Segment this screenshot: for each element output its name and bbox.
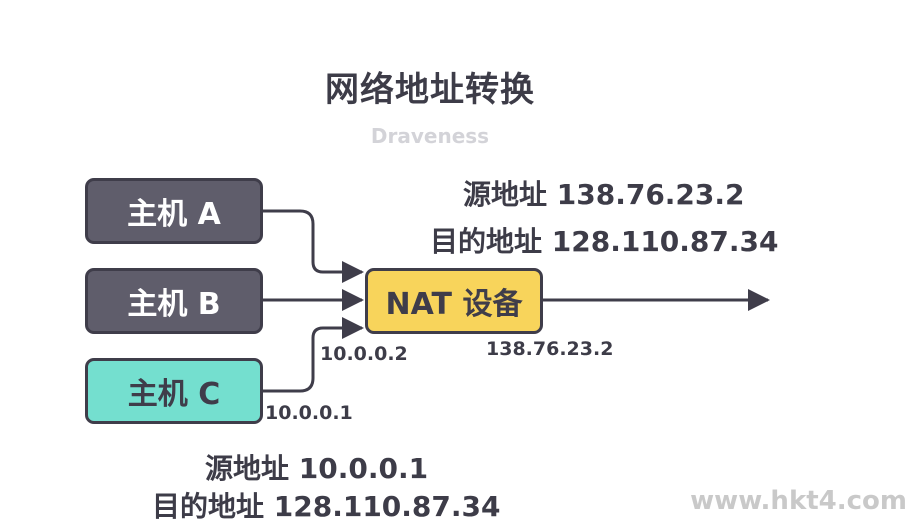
connector-host-a <box>263 209 364 283</box>
nat-outer-ip: 138.76.23.2 <box>486 338 614 360</box>
nat-inner-ip: 10.0.0.2 <box>320 343 408 365</box>
outbound-source-address: 源地址 138.76.23.2 <box>463 178 745 211</box>
inbound-source-address: 源地址 10.0.0.1 <box>205 452 429 485</box>
host-b-label: 主机 B <box>127 287 221 322</box>
connector-host-c <box>263 317 364 393</box>
host-c-box: 主机 C <box>85 358 263 424</box>
outbound-destination-address: 目的地址 128.110.87.34 <box>430 225 779 258</box>
host-c-ip: 10.0.0.1 <box>265 402 353 424</box>
host-b-box: 主机 B <box>85 268 263 334</box>
host-a-box: 主机 A <box>85 178 263 244</box>
inbound-destination-address: 目的地址 128.110.87.34 <box>152 490 501 520</box>
host-a-label: 主机 A <box>127 197 221 232</box>
nat-device-label: NAT 设备 <box>385 287 523 322</box>
diagram-subtitle: Draveness <box>370 124 490 148</box>
diagram-title: 网络地址转换 <box>325 70 535 110</box>
host-c-label: 主机 C <box>127 377 221 412</box>
nat-device-box: NAT 设备 <box>365 268 543 334</box>
site-watermark: www.hkt4.com <box>690 486 907 516</box>
